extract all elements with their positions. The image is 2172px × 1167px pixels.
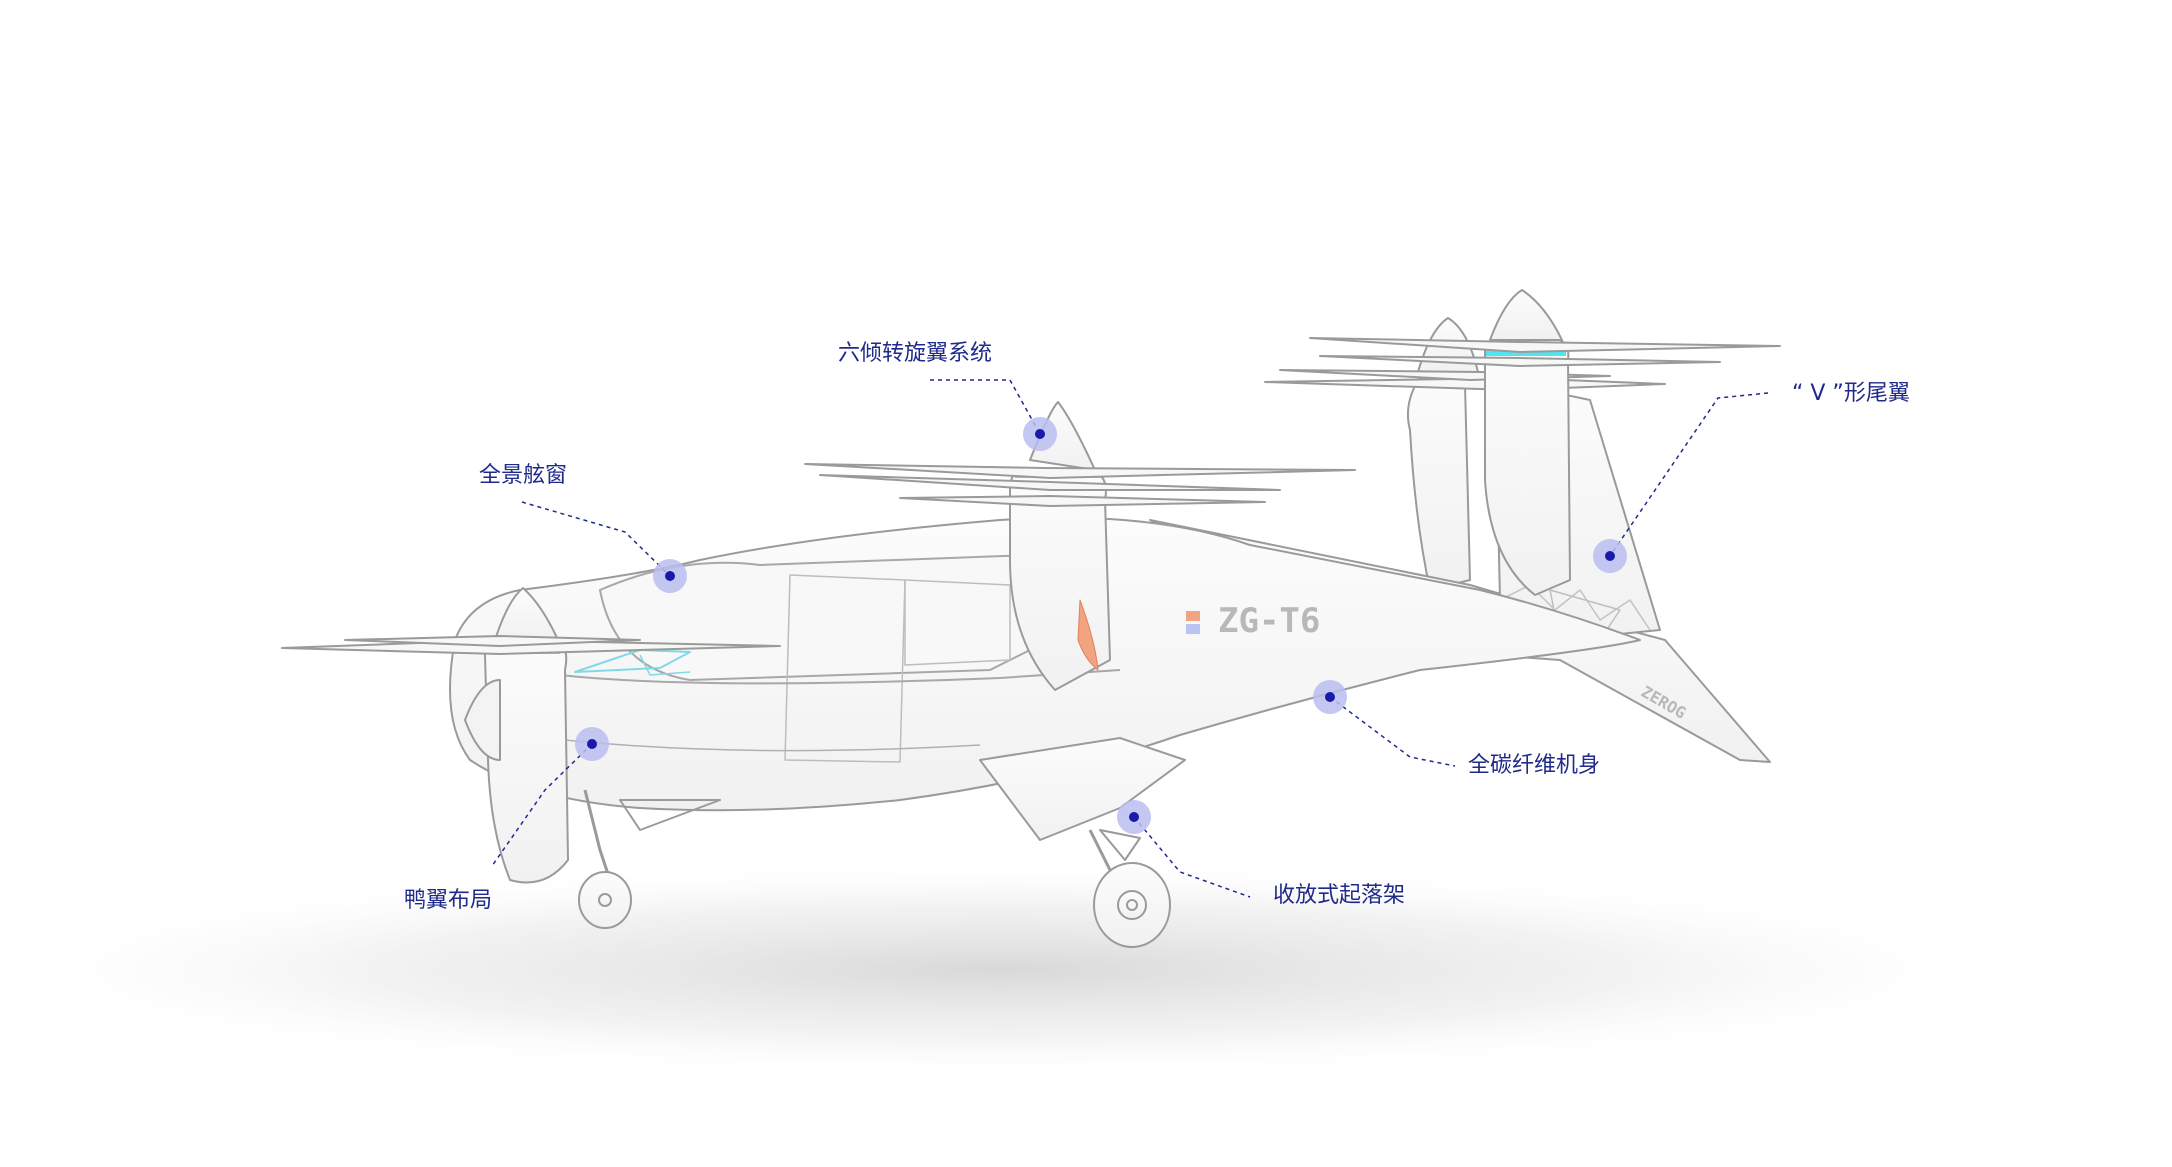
label-canopy: 全景舷窗 (479, 463, 568, 488)
leader-carbon-body (1329, 696, 1456, 767)
middle-rotor-nacelle (804, 401, 1356, 691)
leader-landing-gear (1133, 816, 1251, 898)
model-logo: ZG-T6 (1186, 601, 1320, 641)
label-carbon-body: 全碳纤维机身 (1468, 753, 1601, 778)
leader-canard (491, 743, 593, 867)
marker-canard[interactable] (575, 727, 609, 761)
callout-markers (575, 417, 1627, 834)
label-tilt-rotor: 六倾转旋翼系统 (838, 341, 993, 366)
main-landing-gear (1088, 829, 1171, 948)
ground-shadow (0, 860, 2050, 1080)
rear-right-rotor-nacelle (1309, 289, 1781, 596)
main-wing (979, 737, 1186, 841)
nose-landing-gear (578, 789, 721, 929)
label-landing-gear: 收放式起落架 (1273, 883, 1406, 908)
callout-leaders (491, 379, 1769, 898)
marker-landing-gear[interactable] (1117, 800, 1151, 834)
leader-canopy (521, 501, 671, 577)
marker-v-tail[interactable] (1593, 539, 1627, 573)
leader-tilt-rotor (930, 379, 1041, 435)
model-label: ZG-T6 (1218, 601, 1320, 641)
marker-tilt-rotor[interactable] (1023, 417, 1057, 451)
front-rotor-nacelle (281, 587, 781, 884)
label-canard: 鸭翼布局 (404, 888, 493, 913)
leader-v-tail (1609, 392, 1769, 557)
marker-canopy[interactable] (653, 559, 687, 593)
marker-carbon-body[interactable] (1313, 680, 1347, 714)
label-v-tail: “ V ”形尾翼 (1792, 381, 1910, 406)
